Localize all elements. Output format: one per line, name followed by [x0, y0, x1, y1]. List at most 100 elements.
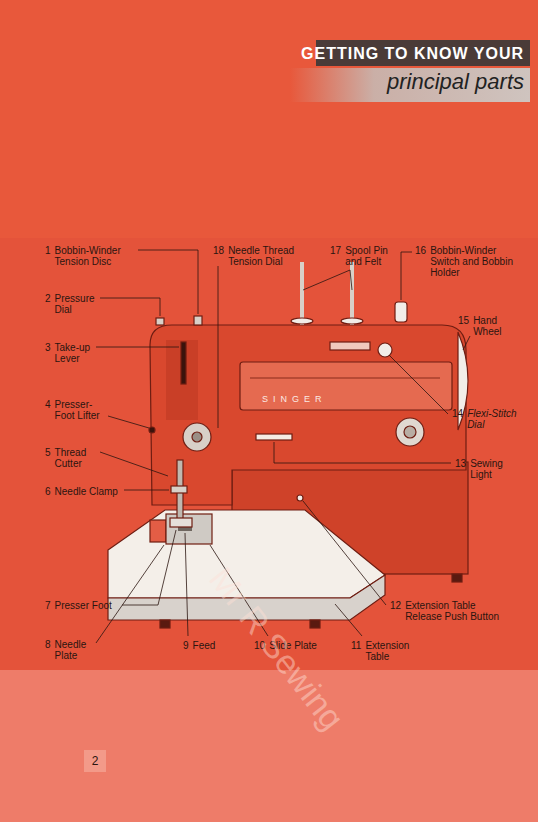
leader-line [303, 270, 352, 290]
callout-number: 16 [415, 245, 426, 278]
part-callout: 11Extension Table [351, 640, 425, 662]
presser-lifter [149, 427, 155, 433]
needle-plate [166, 514, 212, 544]
page-number: 2 [86, 752, 104, 770]
part-callout: 17Spool Pin and Felt [330, 245, 405, 267]
part-name: Presser-Foot Lifter [55, 399, 110, 421]
leader-line [389, 355, 448, 414]
callout-number: 15 [458, 315, 469, 337]
leader-line [108, 416, 149, 428]
part-callout: 12Extension Table Release Push Button [390, 600, 505, 622]
part-callout: 4Presser-Foot Lifter [45, 399, 110, 421]
illustration-ground [0, 238, 538, 670]
slide-plate [150, 520, 166, 542]
presser-foot [170, 518, 192, 527]
part-name: Extension Table [365, 640, 425, 662]
part-name: Hand Wheel [473, 315, 523, 337]
needle-clamp [171, 486, 187, 493]
callout-number: 13 [455, 458, 466, 480]
foot [160, 620, 170, 628]
callout-number: 3 [45, 342, 51, 364]
part-name: Take-up Lever [55, 342, 105, 364]
leader-line [185, 533, 188, 636]
machine-body [150, 325, 466, 505]
part-callout: 1Bobbin-Winder Tension Disc [45, 245, 150, 267]
release-button [297, 495, 303, 501]
flexi-stitch-dial [378, 343, 392, 357]
part-name: Flexi-Stitch Dial [467, 408, 527, 430]
leader-line [100, 452, 168, 476]
lower-band [0, 670, 538, 822]
part-callout: 6 Needle Clamp [45, 486, 145, 497]
part-callout: 18Needle Thread Tension Dial [213, 245, 298, 267]
callout-number: 2 [45, 293, 51, 315]
part-name: Thread Cutter [55, 447, 105, 469]
knob-center [404, 426, 416, 438]
part-callout: 8Needle Plate [45, 639, 100, 661]
callout-number: 5 [45, 447, 51, 469]
leader-line [218, 266, 219, 428]
part-callout: 14Flexi-Stitch Dial [452, 408, 527, 430]
callout-number: 8 [45, 639, 51, 661]
part-name: Needle Thread Tension Dial [228, 245, 298, 267]
leader-line [138, 250, 198, 314]
watermark: Mr R Sewing [201, 560, 352, 737]
part-callout: 3Take-up Lever [45, 342, 105, 364]
brand-name: SINGER [262, 394, 327, 404]
leader-lines [96, 250, 470, 643]
tension-dial-hub [192, 432, 202, 442]
callout-number: 1 [45, 245, 51, 267]
leader-line [124, 490, 169, 491]
callout-number: 4 [45, 399, 51, 421]
page-title: GETTING TO KNOW YOUR principal parts [258, 40, 524, 96]
leader-line [401, 252, 412, 300]
part-callout: 13Sewing Light [455, 458, 515, 480]
callout-number: 17 [330, 245, 341, 267]
part-callout: 2Pressure Dial [45, 293, 115, 315]
tension-dial [183, 423, 211, 451]
callout-number: 12 [390, 600, 401, 622]
bobbin-winder [395, 302, 407, 322]
part-callout: 15Hand Wheel [458, 315, 523, 337]
spool-felt [291, 318, 313, 324]
part-name: Needle Clamp [55, 486, 145, 497]
part-name: Bobbin-Winder Tension Disc [55, 245, 150, 267]
leader-line [463, 336, 470, 350]
leader-line [274, 442, 451, 463]
part-name: Needle Plate [55, 639, 100, 661]
part-callout: 5Thread Cutter [45, 447, 105, 469]
part-name: Sewing Light [470, 458, 515, 480]
foot [452, 574, 462, 582]
spool-pin [300, 262, 304, 325]
selector-knob [396, 418, 424, 446]
page-number-box [84, 750, 106, 772]
part-name: Pressure Dial [55, 293, 115, 315]
bobbin-tension-disc [194, 316, 202, 325]
callout-number: 6 [45, 486, 51, 497]
leader-line [100, 298, 160, 316]
spool-felt [341, 318, 363, 324]
leader-line [303, 501, 386, 605]
part-callout: 7Presser Foot [45, 600, 145, 611]
pressure-dial [156, 318, 164, 325]
foot [310, 620, 320, 628]
leader-line [335, 604, 362, 636]
head-shade [166, 340, 198, 420]
take-up-lever [181, 342, 186, 384]
part-callout: 9 Feed [183, 640, 233, 651]
part-name: Spool Pin and Felt [345, 245, 405, 267]
part-name: Extension Table Release Push Button [405, 600, 505, 622]
spool-pin [350, 262, 354, 325]
callout-number: 14 [452, 408, 463, 430]
part-callout: 16Bobbin-Winder Switch and Bobbin Holder [415, 245, 520, 278]
sewing-machine [108, 262, 468, 628]
callout-number: 18 [213, 245, 224, 267]
leader-line [96, 347, 179, 348]
sewing-light [256, 434, 292, 440]
callout-number: 9 [183, 640, 189, 651]
panel-window [330, 342, 370, 350]
part-name: Feed [193, 640, 233, 651]
part-name: Presser Foot [55, 600, 145, 611]
